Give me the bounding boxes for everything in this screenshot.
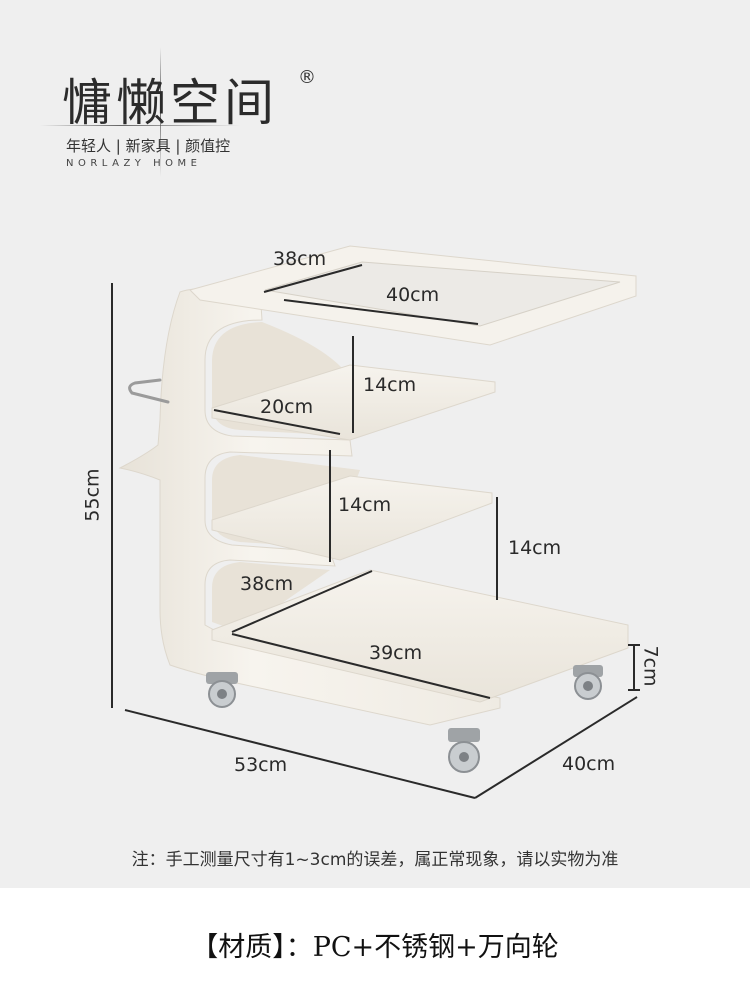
side-table-illustration <box>111 245 640 799</box>
brand-english-name: NORLAZY HOME <box>66 158 202 169</box>
brand-logo: 慵懒空间 ® 年轻人 | 新家具 | 颜值控 NORLAZY HOME <box>40 47 360 185</box>
brand-slogan: 年轻人 | 新家具 | 颜值控 <box>66 137 231 155</box>
dim-bottom-depth: 38cm <box>240 573 294 595</box>
top-tray <box>189 245 637 346</box>
dim-base-depth: 40cm <box>562 753 616 775</box>
brand-name: 慵懒空间 <box>62 74 278 132</box>
brand-decor-line <box>40 125 240 126</box>
dim-base-height: 7cm <box>639 645 662 687</box>
brand-decor-stroke <box>160 47 161 177</box>
dimension-lines <box>111 264 640 799</box>
product-panel <box>0 0 750 888</box>
dim-top-width: 40cm <box>386 284 440 306</box>
dim-bottom-width: 39cm <box>369 642 423 664</box>
side-handle <box>128 378 170 404</box>
dim-top-depth: 38cm <box>273 248 327 270</box>
material-info: 【材质】：PC+不锈钢+万向轮 <box>191 932 559 963</box>
shelf-2 <box>211 475 493 561</box>
wheel-back-left <box>206 672 238 708</box>
dim-total-height: 55cm <box>81 468 104 522</box>
dim-shelf1-height: 14cm <box>363 374 417 396</box>
dim-shelf1-depth: 20cm <box>260 396 314 418</box>
caster-wheels <box>206 665 603 773</box>
dim-shelf2-height: 14cm <box>338 494 392 516</box>
measurement-note: 注：手工测量尺寸有1~3cm的误差，属正常现象，请以实物为准 <box>131 850 619 870</box>
wheel-back-right <box>573 665 603 700</box>
dim-bottom-gap-height: 14cm <box>508 537 562 559</box>
wheel-front <box>448 728 480 773</box>
dim-base-width: 53cm <box>234 754 288 776</box>
registered-mark: ® <box>298 67 316 88</box>
bottom-base <box>211 569 629 703</box>
